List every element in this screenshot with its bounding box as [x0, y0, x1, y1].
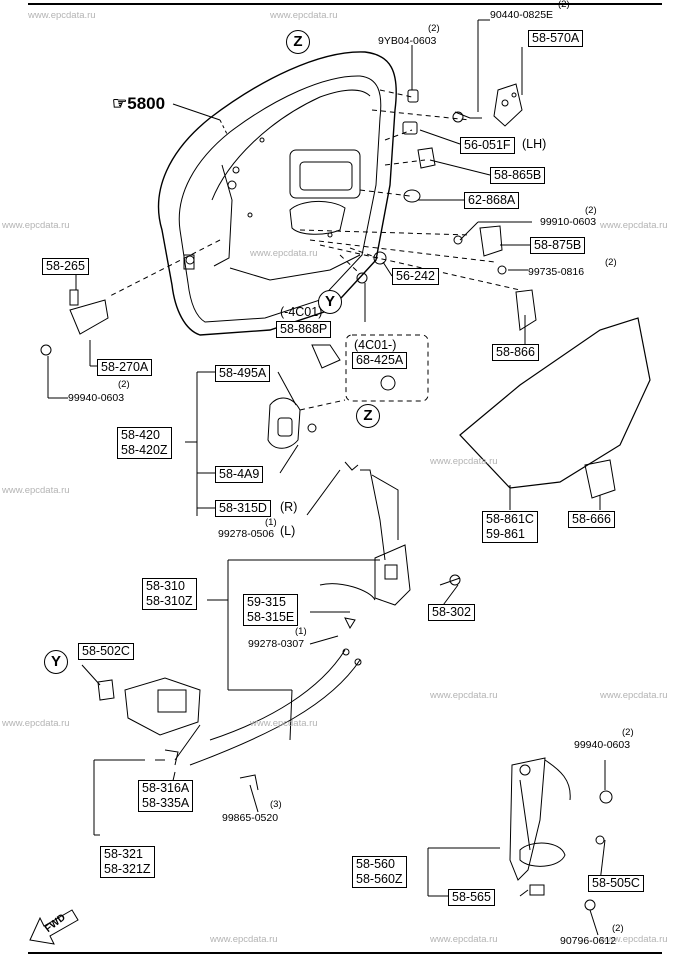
qty: (2) [622, 727, 634, 738]
part-58-560-group[interactable]: 58-560 58-560Z [352, 856, 407, 888]
bolt-99910-0603[interactable]: 99910-0603 [540, 216, 597, 228]
part-56-051F-note: (LH) [522, 137, 547, 151]
watermark: www.epcdata.ru [430, 456, 498, 467]
view-marker-z: Z [286, 30, 310, 54]
part-58-270A[interactable]: 58-270A [97, 359, 153, 376]
part-59-315: 59-315 [247, 595, 286, 609]
part-58-335A: 58-335A [142, 796, 190, 810]
qty: (2) [612, 923, 624, 934]
part-58-866[interactable]: 58-866 [492, 344, 539, 361]
bolt-90440-0825E[interactable]: 90440-0825E [490, 9, 554, 21]
arrow-indicator [311, 344, 341, 369]
bolt-99940-0603[interactable]: 99940-0603 [574, 739, 631, 751]
part-58-310-group[interactable]: 58-310 58-310Z [142, 578, 197, 610]
part-58-310: 58-310 [146, 579, 185, 593]
part-58-420Z: 58-420Z [121, 443, 168, 457]
view-marker-z: Z [356, 404, 380, 428]
part-58-560: 58-560 [356, 857, 395, 871]
leader-lines [109, 89, 521, 411]
bolt-99278-0506[interactable]: 99278-0506 [218, 528, 275, 540]
fwd-arrow [29, 909, 79, 945]
door-panel-drawing [157, 51, 397, 336]
watermark: www.epcdata.ru [210, 934, 278, 945]
part-58-560Z: 58-560Z [356, 872, 403, 886]
lock-actuator-drawing [97, 677, 259, 791]
part-58-316A-group[interactable]: 58-316A 58-335A [138, 780, 194, 812]
inner-handle-drawing [267, 397, 317, 449]
bolt-99735-0816[interactable]: 99735-0816 [528, 266, 585, 278]
bolt-99940-0603[interactable]: 99940-0603 [68, 392, 125, 404]
part-58-565[interactable]: 58-565 [448, 889, 495, 906]
part-58-316A: 58-316A [142, 781, 190, 795]
watermark: www.epcdata.ru [600, 220, 668, 231]
view-marker-y: Y [44, 650, 68, 674]
watermark: www.epcdata.ru [2, 220, 70, 231]
watermark: www.epcdata.ru [28, 10, 96, 21]
part-58-666[interactable]: 58-666 [568, 511, 615, 528]
part-58-502C[interactable]: 58-502C [78, 643, 134, 660]
hinge-parts [40, 83, 537, 356]
part-58-505C[interactable]: 58-505C [588, 875, 644, 892]
watermark: www.epcdata.ru [2, 485, 70, 496]
part-58-321: 58-321 [104, 847, 143, 861]
part-58-302[interactable]: 58-302 [428, 604, 475, 621]
qty: (1) [265, 517, 277, 528]
watermark: www.epcdata.ru [430, 934, 498, 945]
part-59-315-group[interactable]: 59-315 58-315E [243, 594, 299, 626]
part-58-861C-group[interactable]: 58-861C 59-861 [482, 511, 538, 543]
part-58-321Z: 58-321Z [104, 862, 151, 876]
qty: (2) [428, 23, 440, 34]
cap-drawing [380, 375, 396, 391]
part-56-051F[interactable]: 56-051F [460, 137, 515, 154]
part-58-420: 58-420 [121, 428, 160, 442]
watermark: www.epcdata.ru [600, 690, 668, 701]
part-58-315E: 58-315E [247, 610, 295, 624]
window-regulator-drawing [509, 757, 613, 911]
label-leaders [47, 19, 606, 936]
qty: (3) [270, 799, 282, 810]
part-58-4A9[interactable]: 58-4A9 [215, 466, 264, 483]
part-58-570A[interactable]: 58-570A [528, 30, 584, 47]
qty: (2) [558, 0, 570, 10]
bolt-99865-0520[interactable]: 99865-0520 [222, 812, 279, 824]
part-58-495A[interactable]: 58-495A [215, 365, 271, 382]
qty: (1) [295, 626, 307, 637]
part-59-861: 59-861 [486, 527, 525, 541]
qty: (2) [118, 379, 130, 390]
part-58-265[interactable]: 58-265 [42, 258, 89, 275]
watermark: www.epcdata.ru [270, 10, 338, 21]
watermark: www.epcdata.ru [600, 934, 668, 945]
part-68-425A[interactable]: 68-425A [352, 352, 408, 369]
part-58-315D-note-r: (R) [280, 500, 298, 514]
part-68-425A-note: (4C01-) [354, 338, 397, 352]
window-glass-drawing [459, 317, 651, 499]
bolt-90796-0612[interactable]: 90796-0612 [560, 935, 617, 947]
view-marker-y: Y [318, 290, 342, 314]
part-58-865B[interactable]: 58-865B [490, 167, 546, 184]
main-group-ref[interactable]: ☞5800 [112, 94, 166, 113]
part-62-868A[interactable]: 62-868A [464, 192, 520, 209]
part-58-321-group[interactable]: 58-321 58-321Z [100, 846, 155, 878]
bolt-99278-0307[interactable]: 99278-0307 [248, 638, 305, 650]
part-58-420-group[interactable]: 58-420 58-420Z [117, 427, 172, 459]
qty: (2) [585, 205, 597, 216]
part-58-868P[interactable]: 58-868P [276, 321, 332, 338]
latch-and-rods-drawing [189, 461, 461, 766]
part-58-868P-note: (-4C01) [280, 305, 323, 319]
part-56-242[interactable]: 56-242 [392, 268, 439, 285]
watermark: www.epcdata.ru [2, 718, 70, 729]
bolt-9YB04-0603[interactable]: 9YB04-0603 [378, 35, 437, 47]
part-58-315D-note-l: (L) [280, 524, 296, 538]
part-58-315D[interactable]: 58-315D [215, 500, 271, 517]
watermark: www.epcdata.ru [430, 690, 498, 701]
part-58-310Z: 58-310Z [146, 594, 193, 608]
watermark: www.epcdata.ru [250, 248, 318, 259]
part-58-861C: 58-861C [486, 512, 534, 526]
watermark: www.epcdata.ru [250, 718, 318, 729]
part-58-875B[interactable]: 58-875B [530, 237, 586, 254]
qty: (2) [605, 257, 617, 268]
